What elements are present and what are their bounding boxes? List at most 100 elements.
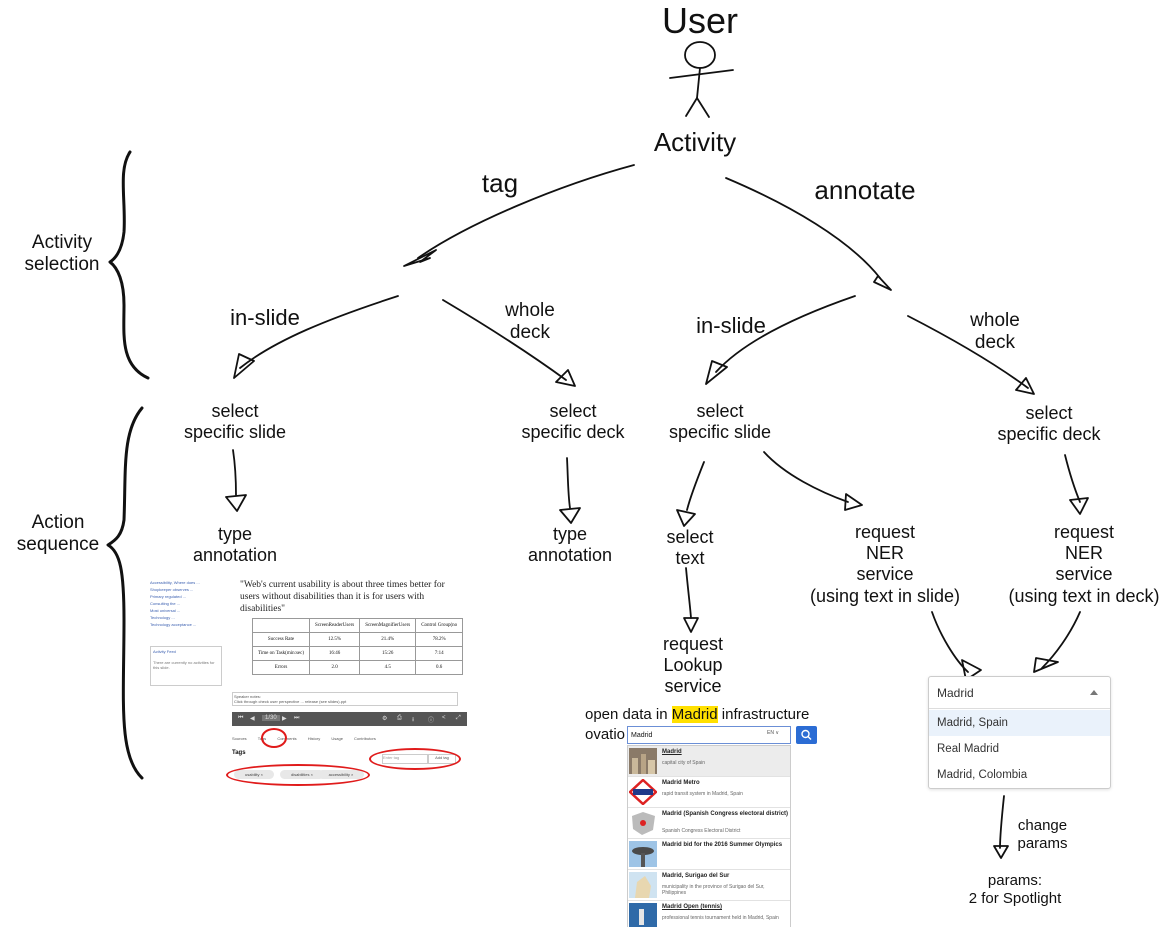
arrow-selecttext-lookup <box>685 567 692 619</box>
select-slide-1-label: select specific slide <box>183 401 287 443</box>
settings-icon[interactable]: ⚙ <box>382 716 388 722</box>
list-item[interactable]: Madrid capital city of Spain <box>628 746 790 777</box>
table-cell: 78.2% <box>415 632 464 647</box>
tab-history[interactable]: History <box>307 736 321 741</box>
result-title: Madrid Open (tennis) <box>662 904 722 910</box>
table-cell: Success Rate <box>251 632 311 647</box>
olympics-thumbnail-icon <box>629 841 657 867</box>
result-desc: Spanish Congress Electoral District <box>662 828 741 834</box>
table-row: Errors 2.0 4.5 0.6 <box>251 660 464 675</box>
table-cell: Time on Task(min:sec) <box>251 646 311 661</box>
ann-inslide-label: in-slide <box>696 313 766 338</box>
change-params-label: change params <box>1017 817 1068 852</box>
activity-feed-title: Activity Feed <box>153 649 176 654</box>
result-title: Madrid <box>662 749 682 755</box>
last-slide-icon[interactable]: ⏭ <box>294 715 300 721</box>
annotate-label: annotate <box>814 175 916 205</box>
arrow-activity-tag <box>417 164 635 259</box>
arrowhead-deck2-ner <box>1069 497 1089 515</box>
arrow-slide2-ner <box>763 451 849 503</box>
user-label: User <box>661 0 738 41</box>
action-sequence-label: Action sequence <box>16 512 100 556</box>
next-slide-icon[interactable]: ▶ <box>282 716 287 722</box>
tab-contributors[interactable]: Contributors <box>354 736 376 741</box>
search-button[interactable] <box>796 726 817 744</box>
list-item[interactable]: Madrid Open (tennis) professional tennis… <box>628 901 790 927</box>
arrowhead-ner-slide-dropdown <box>961 659 982 681</box>
sidebar-item[interactable]: Consulting the ... <box>150 601 181 606</box>
lookup-search-input[interactable]: Madrid <box>627 726 791 744</box>
select-deck-1-label: select specific deck <box>521 401 625 443</box>
highlighted-text[interactable]: Madrid <box>671 706 718 723</box>
type-annotation-2-label: type annotation <box>527 524 613 566</box>
select-deck-2-label: select specific deck <box>997 403 1101 445</box>
tab-comments[interactable]: Comments <box>277 736 297 741</box>
table-row: Success Rate 12.5% 21.4% 78.2% <box>251 632 464 647</box>
arrowhead-ner-deck-dropdown <box>1033 657 1059 673</box>
table-cell: 15:26 <box>359 646 417 661</box>
tab-row: Sources Tags Comments History Usage Cont… <box>232 736 386 741</box>
table-cell: 0.6 <box>415 660 464 675</box>
dropdown-option[interactable]: Madrid, Colombia <box>937 769 1028 781</box>
arrowhead-slide1-type <box>225 494 247 512</box>
table-cell: Errors <box>251 660 311 675</box>
sidebar-item[interactable]: Most universal ... <box>150 608 181 613</box>
sidebar-item[interactable]: Accessibility, Where does ... <box>150 580 200 585</box>
arrow-dropdown-params <box>999 795 1005 849</box>
activity-selection-label: Activity selection <box>24 232 100 276</box>
document-text-line: open data in Madrid infrastructure <box>585 706 809 723</box>
result-desc: capital city of Spain <box>662 760 706 766</box>
list-item[interactable]: Madrid, Surigao del Sur municipality in … <box>628 870 790 901</box>
speaker-notes: Speaker notes: Click through check user … <box>232 692 458 706</box>
tab-usage[interactable]: Usage <box>331 736 343 741</box>
sidebar-item[interactable]: Technology acceptance ... <box>150 622 197 627</box>
arrowhead-ann-wholedeck <box>1015 377 1035 395</box>
result-desc: municipality in the province of Surigao … <box>662 884 765 896</box>
activity-feed-text: There are currently no activities for th… <box>153 660 215 670</box>
arrowhead-dropdown-params <box>993 845 1009 859</box>
first-slide-icon[interactable]: ⏮ <box>238 715 244 721</box>
share-icon[interactable]: < <box>442 715 446 721</box>
arrowhead-tag-inslide <box>233 353 255 379</box>
type-annotation-1-label: type annotation <box>192 524 278 566</box>
result-desc: rapid transit system in Madrid, Spain <box>662 791 743 797</box>
result-title: Madrid (Spanish Congress electoral distr… <box>662 811 789 817</box>
slide-quote: "Web's current usability is about three … <box>240 580 445 614</box>
table-cell: 7:14 <box>415 646 464 661</box>
list-item[interactable]: Madrid bid for the 2016 Summer Olympics <box>628 839 790 870</box>
tags-title: Tags <box>232 750 246 756</box>
sidebar-item[interactable]: Shopkeeper observes ... <box>150 587 194 592</box>
request-lookup-label: request Lookup service <box>662 634 724 697</box>
text-after: infrastructure <box>717 706 810 723</box>
fullscreen-icon[interactable]: ⤢ <box>456 715 461 721</box>
table-cell: Control Group(no <box>415 618 464 633</box>
activity-feed: Activity Feed There are currently no act… <box>150 646 222 686</box>
lookup-results: Madrid capital city of Spain Madrid Metr… <box>627 745 791 927</box>
list-item[interactable]: Madrid Metro rapid transit system in Mad… <box>628 777 790 808</box>
print-icon[interactable]: ⎙ <box>397 715 402 721</box>
prev-slide-icon[interactable]: ◀ <box>250 716 255 722</box>
map-thumbnail-icon <box>629 872 657 898</box>
dropdown-option[interactable]: Madrid, Spain <box>929 710 1110 736</box>
document-text-line-2: ovatio <box>585 726 626 743</box>
user-stick-figure <box>669 41 734 118</box>
list-item[interactable]: Madrid (Spanish Congress electoral distr… <box>628 808 790 839</box>
sidebar-item[interactable]: Technology ... <box>150 615 175 620</box>
language-select[interactable]: EN ∨ <box>767 730 779 736</box>
download-icon[interactable]: ⭳ <box>412 717 415 723</box>
ner-input[interactable]: Madrid <box>929 677 1110 709</box>
table-header-row: ScreenReaderUsers ScreenMagnifierUsers C… <box>251 618 464 633</box>
dropdown-option[interactable]: Real Madrid <box>937 743 999 755</box>
tennis-thumbnail-icon <box>629 903 657 927</box>
table-cell: ScreenMagnifierUsers <box>359 618 417 633</box>
table-cell: ScreenReaderUsers <box>309 618 361 633</box>
caret-up-icon[interactable] <box>1090 690 1098 695</box>
activity-selection-bracket <box>108 150 150 380</box>
result-desc: professional tennis tournament held in M… <box>662 915 779 921</box>
result-title: Madrid bid for the 2016 Summer Olympics <box>662 842 783 848</box>
sidebar-item[interactable]: Primary regulated ... <box>150 594 187 599</box>
tag-label: tag <box>481 168 519 198</box>
tab-sources[interactable]: Sources <box>232 736 247 741</box>
arrow-slide1-type <box>232 449 237 496</box>
info-icon[interactable]: ⓘ <box>428 718 435 724</box>
